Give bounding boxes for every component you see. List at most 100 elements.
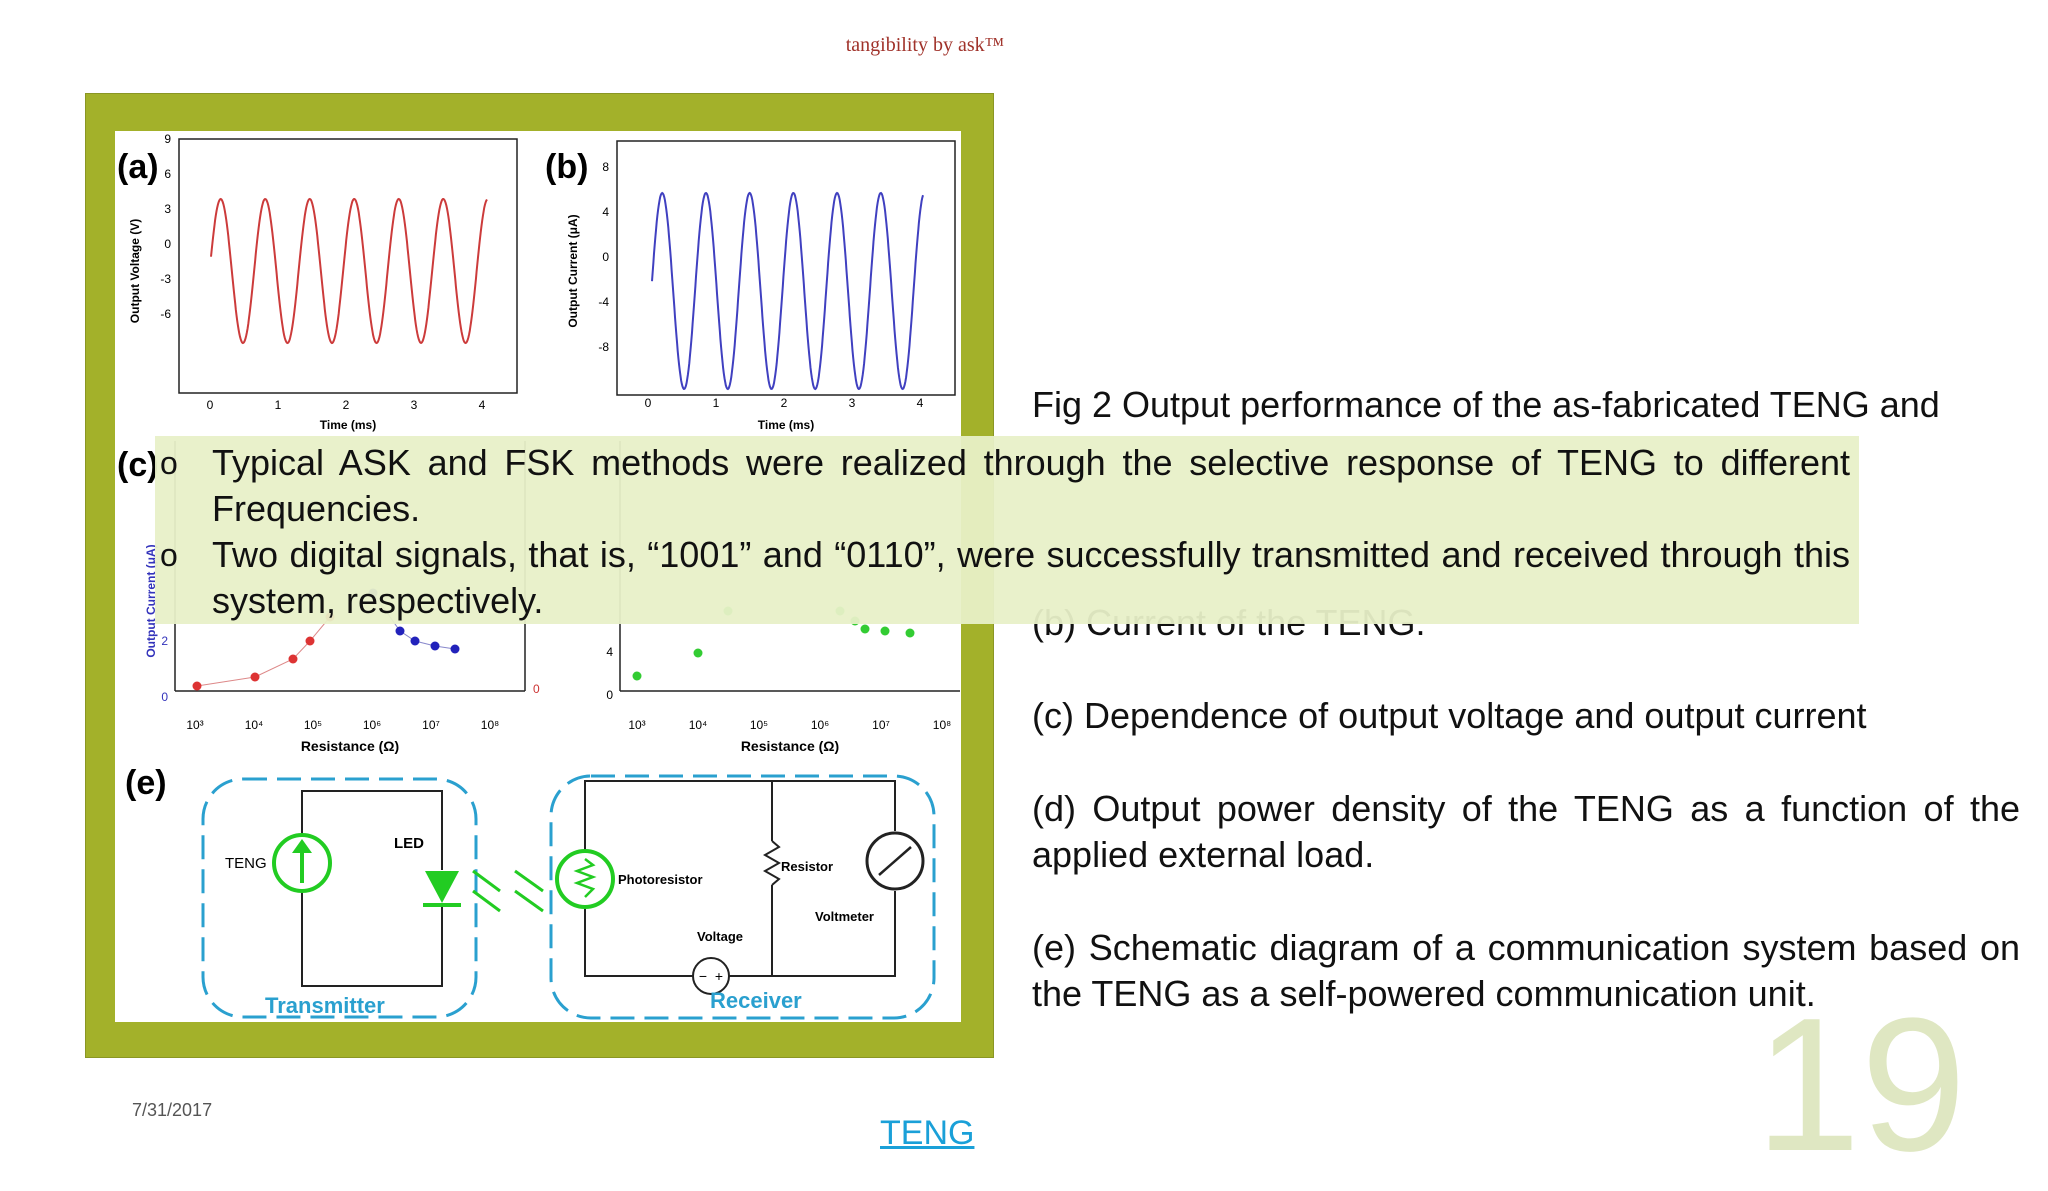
svg-text:+: +	[715, 968, 723, 984]
panel-c-voltage-point	[250, 672, 260, 682]
panel-c-ytick: 0	[161, 690, 168, 704]
panel-b-ytick: 4	[602, 205, 609, 219]
panel-b-ytick: -8	[598, 340, 609, 354]
panel-d-ytick: 0	[606, 688, 613, 702]
panel-b-xtick: 1	[713, 396, 720, 410]
panel-c-current-point	[450, 644, 460, 654]
receiver-wire-top	[584, 780, 896, 851]
panel-c-xlabel: Resistance (Ω)	[301, 738, 399, 754]
teng-arrowhead-icon	[292, 839, 312, 853]
panel-c-xtick: 10⁵	[304, 718, 322, 732]
bullet-text: Typical ASK and FSK methods were realize…	[212, 442, 1850, 529]
header-brand: tangibility by ask™	[845, 34, 1005, 56]
panel-b-xtick: 0	[645, 396, 652, 410]
label-voltmeter: Voltmeter	[815, 909, 874, 924]
panel-a-xtick: 4	[479, 398, 486, 412]
svg-text:−: −	[699, 968, 707, 984]
panel-d-xtick: 10⁵	[750, 718, 768, 732]
panel-label-c: (c)	[117, 446, 159, 484]
panel-a-ytick: 9	[164, 132, 171, 146]
label-transmitter: Transmitter	[265, 993, 385, 1018]
panel-d-xtick: 10⁴	[689, 718, 708, 732]
panel-c-voltage-point	[288, 654, 298, 664]
panel-c-voltage-line	[196, 616, 331, 687]
bullet-mark: o	[160, 445, 178, 481]
panel-c-xtick: 10⁷	[422, 718, 440, 732]
panel-a-ylabel: Output Voltage (V)	[128, 219, 142, 323]
panel-c-ylabel: Output Current (μA)	[144, 544, 158, 657]
panel-c-ytick: 2	[161, 634, 168, 648]
footer-date: 7/31/2017	[132, 1100, 213, 1120]
panel-c-voltage-point	[305, 636, 315, 646]
caption-e: (e) Schematic diagram of a communication…	[1032, 927, 2020, 1014]
label-resistor: Resistor	[781, 859, 833, 874]
panel-a-ytick: -6	[160, 307, 171, 321]
transmitter-wire-bottom	[301, 891, 443, 987]
panel-c-xtick: 10⁸	[481, 718, 499, 732]
panel-c-voltage-point	[192, 681, 202, 691]
panel-d-point	[880, 626, 890, 636]
slide-number: 19	[1755, 979, 1967, 1191]
panel-d-ytick: 4	[606, 645, 613, 659]
panel-a-xtick: 0	[207, 398, 214, 412]
panel-b-ytick: 8	[602, 160, 609, 174]
panel-c-current-point	[410, 636, 420, 646]
panel-d-xtick: 10⁶	[811, 718, 829, 732]
bullet-text: Two digital signals, that is, “1001” and…	[212, 534, 1850, 621]
caption-c: (c) Dependence of output voltage and out…	[1032, 695, 1867, 736]
panel-b-xtick: 2	[781, 396, 788, 410]
bullet-overlay	[155, 436, 1859, 624]
voltmeter-needle-icon	[878, 846, 912, 876]
panel-b-ylabel: Output Current (μA)	[566, 214, 580, 327]
receiver-box	[549, 774, 936, 1020]
caption-d: (d) Output power density of the TENG as …	[1032, 788, 2020, 875]
voltage-source-icon	[692, 957, 730, 995]
receiver-wire-right	[727, 891, 896, 977]
transmitter-wire-top	[301, 790, 443, 870]
panel-a-voltage-trace	[210, 197, 488, 345]
photoresistor-zigzag-icon	[573, 858, 597, 898]
panel-d-point	[693, 648, 703, 658]
label-voltage: Voltage	[697, 929, 743, 944]
panel-a-xtick: 2	[343, 398, 350, 412]
panel-b-xlabel: Time (ms)	[758, 418, 814, 432]
panel-d-xtick: 10⁸	[933, 718, 951, 732]
panel-d-xlabel: Resistance (Ω)	[741, 738, 839, 754]
resistor-icon	[762, 840, 782, 886]
receiver-wire-left	[584, 906, 695, 977]
panel-a-xtick: 1	[275, 398, 282, 412]
panel-c-xtick: 10⁶	[363, 718, 381, 732]
panel-a-ytick: 3	[164, 202, 171, 216]
transmitter-box	[201, 777, 478, 1019]
panel-d-point	[632, 671, 642, 681]
panel-c-right-tick: 0	[533, 682, 540, 696]
panel-a-axes	[178, 138, 518, 394]
panel-d-xtick: 10³	[628, 718, 645, 732]
panel-b-ytick: 0	[602, 250, 609, 264]
panel-a-xlabel: Time (ms)	[320, 418, 376, 432]
label-photoresistor: Photoresistor	[618, 872, 703, 887]
panel-b-xtick: 3	[849, 396, 856, 410]
panel-b-ytick: -4	[598, 295, 609, 309]
panel-label-b: (b)	[545, 148, 588, 186]
caption-line1: Fig 2 Output performance of the as-fabri…	[1032, 384, 1940, 425]
led-diode-icon	[425, 871, 459, 903]
panel-d-xtick: 10⁷	[872, 718, 890, 732]
bullet-mark: o	[160, 537, 178, 573]
panel-c-current-point	[430, 641, 440, 651]
light-arrows-icon	[472, 869, 544, 913]
panel-d-point	[905, 628, 915, 638]
panel-label-a: (a)	[117, 148, 159, 186]
panel-c-xtick: 10⁴	[245, 718, 264, 732]
panel-b-xtick: 4	[917, 396, 924, 410]
panel-b-current-trace	[651, 191, 924, 391]
figure-caption: Fig 2 Output performance of the as-fabri…	[1032, 382, 2020, 1064]
panel-a-xtick: 3	[411, 398, 418, 412]
footer-link-teng[interactable]: TENG	[880, 1114, 975, 1152]
label-receiver: Receiver	[710, 988, 802, 1013]
panel-c-current-point	[395, 626, 405, 636]
label-led: LED	[394, 835, 424, 852]
panel-a-ytick: 0	[164, 237, 171, 251]
label-teng: TENG	[225, 855, 267, 872]
panel-d-point	[860, 624, 870, 634]
